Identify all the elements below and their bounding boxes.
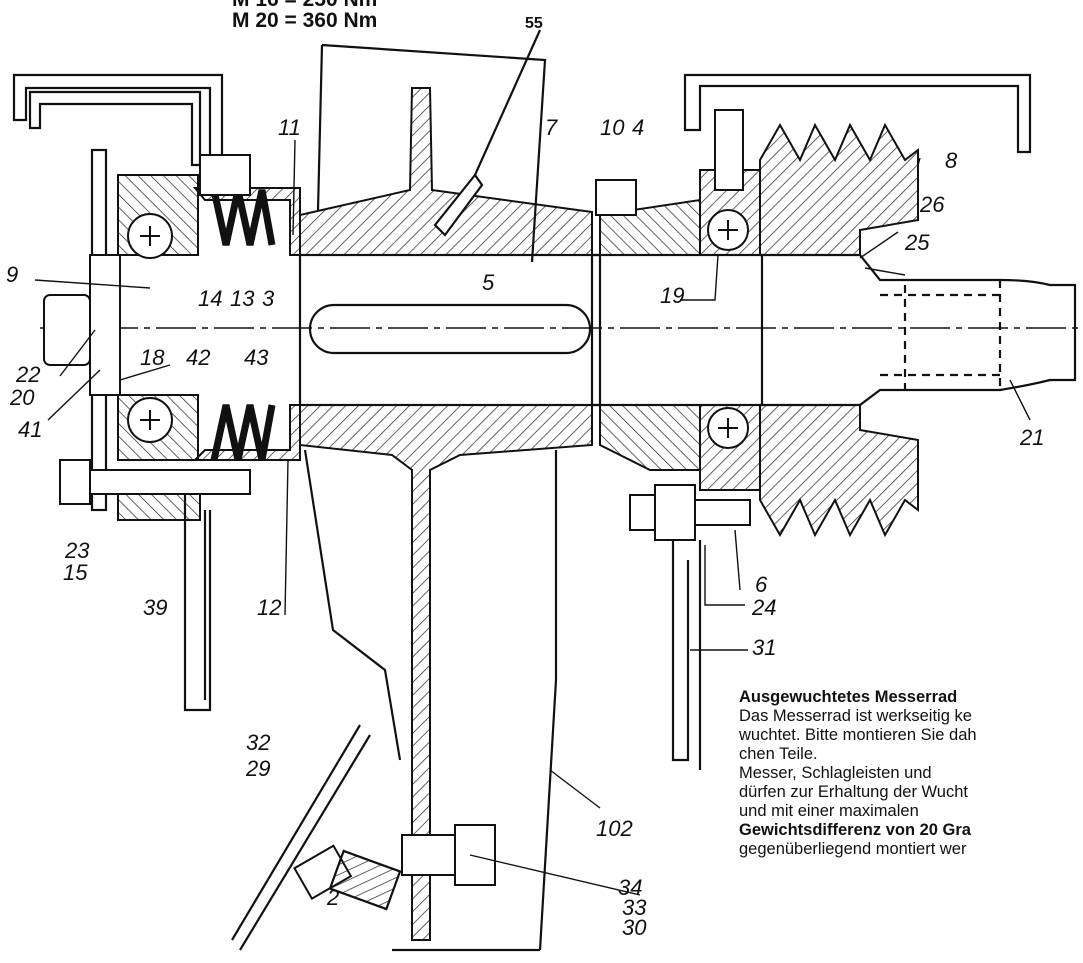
part-number-label: 11 [278, 115, 301, 140]
springs [210, 189, 276, 461]
part-number-label: 23 [64, 538, 90, 563]
part-number-label: 10 [600, 115, 625, 140]
note-line: gegenüberliegend montiert wer [739, 840, 967, 858]
part-number-label: 19 [660, 283, 684, 308]
note-line: chen Teile. [739, 745, 818, 763]
part-number-label: 18 [140, 345, 165, 370]
part-number-label: 3 [262, 286, 275, 311]
leader-lines [34, 139, 1031, 896]
note-line: dürfen zur Erhaltung der Wucht [739, 783, 968, 801]
part-number-label: 31 [752, 635, 776, 660]
part-number-label: 41 [18, 417, 42, 442]
part-number-label: 13 [230, 286, 255, 311]
balancing-note: Ausgewuchtetes Messerrad Das Messerrad i… [739, 688, 1083, 958]
part-number-label: 14 [198, 286, 222, 311]
note-bold-line: Gewichtsdifferenz von 20 Gra [739, 821, 971, 839]
torque-spec-line2: M 20 = 360 Nm [232, 9, 377, 32]
part-number-label: 25 [904, 230, 930, 255]
knife-and-nipple [231, 29, 542, 951]
note-line: und mit einer maximalen [739, 802, 919, 820]
part-number-label: 15 [63, 560, 88, 585]
part-number-label: 21 [1019, 425, 1044, 450]
main-shaft [298, 253, 1077, 407]
part-number-label: 9 [6, 262, 18, 287]
part-number-label: 12 [257, 595, 281, 620]
part-number-label: 32 [246, 730, 270, 755]
part-number-label: 34 [618, 875, 642, 900]
part-number-label: 22 [15, 362, 40, 387]
bearings [127, 209, 749, 449]
part-number-label: 102 [596, 816, 633, 841]
part-number-label: 29 [245, 756, 270, 781]
note-title: Ausgewuchtetes Messerrad [739, 688, 958, 706]
part-number-label: 7 [545, 115, 558, 140]
part-number-label: 4 [632, 115, 644, 140]
part-number-label: 20 [9, 385, 35, 410]
part-number-label: 42 [186, 345, 210, 370]
pulley [759, 122, 919, 538]
note-line: Das Messerrad ist werkseitig ke [739, 707, 972, 725]
note-line: Messer, Schlagleisten und [739, 764, 932, 782]
part-number-label: 6 [755, 572, 768, 597]
part-number-label: 5 [482, 270, 495, 295]
torque-spec-line1: M 16 = 250 Nm [232, 0, 377, 11]
part-number-label: 24 [751, 595, 776, 620]
part-number-label: 55 [525, 15, 543, 32]
part-number-label: 30 [622, 915, 647, 940]
part-number-label: 39 [143, 595, 167, 620]
part-number-label: 26 [919, 192, 945, 217]
bolts [43, 109, 751, 900]
note-line: wuchtet. Bitte montieren Sie dah [739, 726, 977, 744]
part-number-label: 43 [244, 345, 269, 370]
part-number-label: 33 [622, 895, 647, 920]
part-number-label: 8 [945, 148, 958, 173]
part-number-label: 2 [326, 885, 339, 910]
